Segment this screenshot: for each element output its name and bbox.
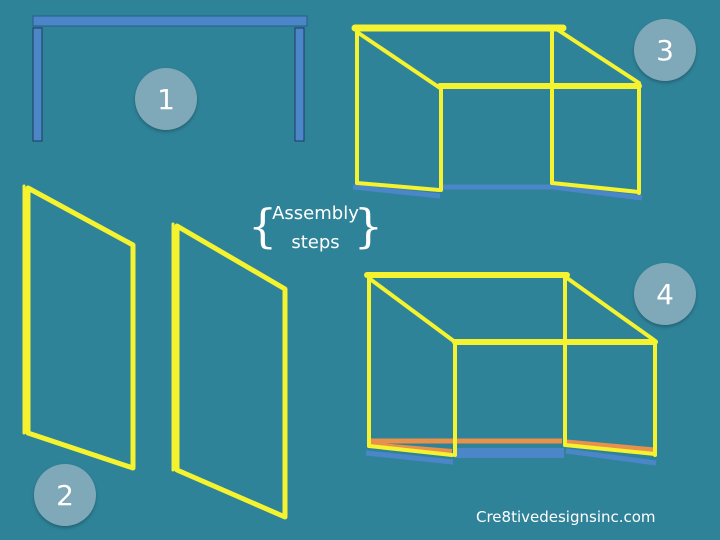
side-panel-right (174, 223, 288, 520)
step-badge-2: 2 (34, 464, 96, 526)
caption-line-1: Assembly (272, 203, 359, 224)
step-badge-1: 1 (135, 68, 197, 130)
assembly-caption: { Assembly steps } (248, 196, 383, 260)
step-4-base (365, 438, 657, 466)
step-badge-3: 3 (634, 19, 696, 81)
caption-line-2: steps (291, 232, 340, 253)
step-4-frame (364, 272, 658, 466)
right-brace-icon: } (353, 199, 383, 253)
step-2-side-panels (22, 184, 288, 520)
step-badge-4: 4 (634, 263, 696, 325)
side-panel-left (25, 185, 136, 471)
step-3-frame (351, 24, 643, 201)
top-rail (32, 15, 308, 27)
left-brace-icon: { (248, 199, 278, 253)
right-post (294, 27, 305, 142)
left-post (32, 27, 43, 142)
step-3-base (352, 184, 643, 201)
site-credit: Cre8tivedesignsinc.com (476, 508, 656, 526)
step-1-base-frame (32, 15, 308, 142)
